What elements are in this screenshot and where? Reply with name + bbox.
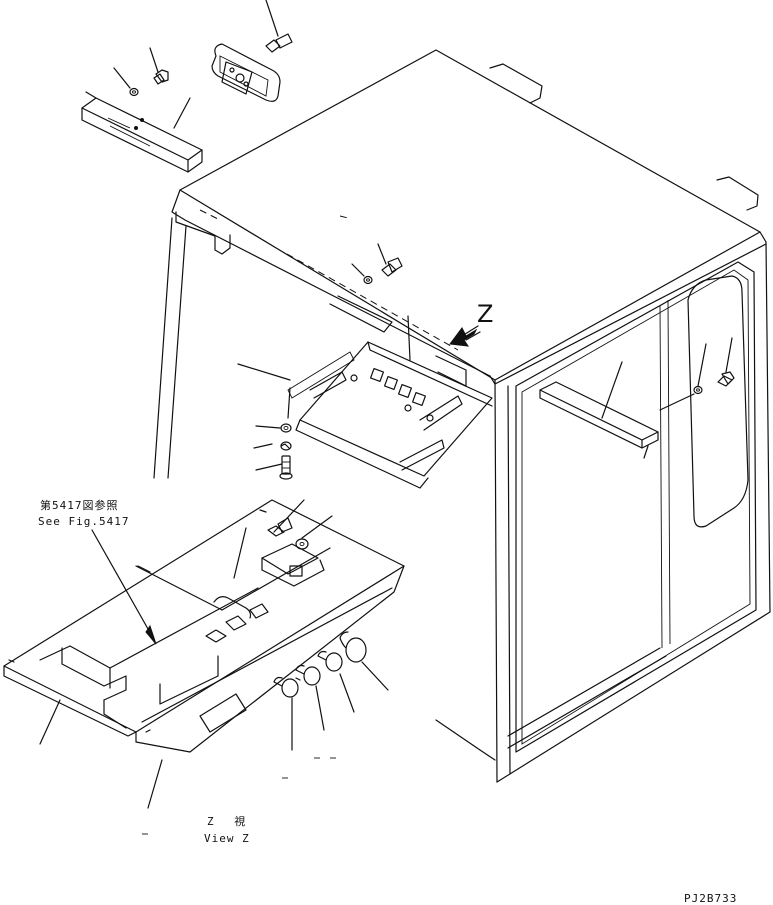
view-caption-jp: Z 視	[207, 815, 247, 828]
washer-and-bolt-top	[113, 47, 191, 129]
ceiling-control-panel	[237, 315, 493, 489]
cab-roof	[171, 49, 767, 381]
cab-frame	[153, 209, 771, 783]
side-bracket	[539, 337, 735, 459]
reference-leader	[39, 529, 163, 809]
reference-jp: 第5417図参照	[40, 499, 119, 512]
view-z-panel	[3, 499, 405, 753]
drawing-code: PJ2B733	[684, 892, 738, 905]
top-bracket	[81, 91, 203, 173]
view-marker-z: Z	[477, 300, 494, 328]
reference-en: See Fig.5417	[38, 515, 130, 528]
view-z-switches	[273, 631, 389, 751]
view-z-arrow	[449, 325, 481, 347]
roof-bolt	[329, 243, 403, 333]
lamp-bolt	[265, 0, 293, 53]
view-caption-en: View Z	[204, 832, 250, 845]
panel-fasteners	[255, 423, 293, 480]
rear-lamp	[211, 43, 281, 102]
